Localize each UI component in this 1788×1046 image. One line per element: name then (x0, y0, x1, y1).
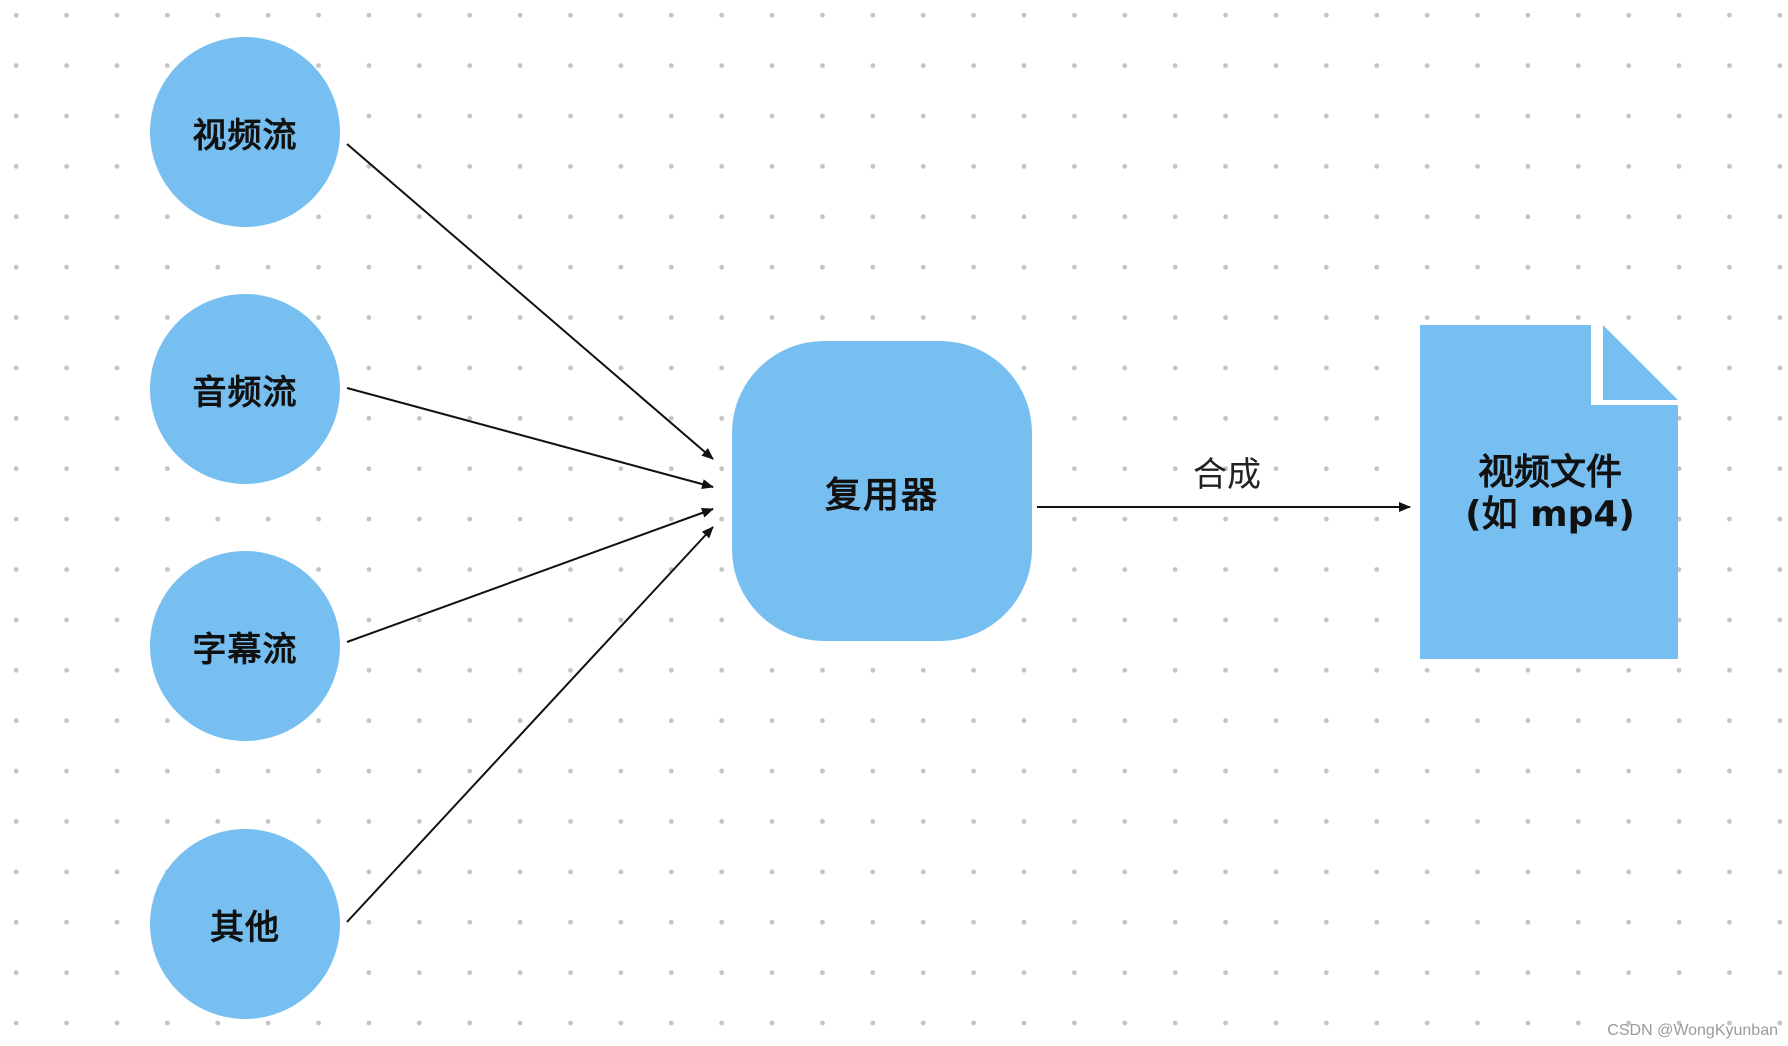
other-stream-node (150, 829, 340, 1019)
subtitle-stream-node (150, 551, 340, 741)
muxer-label: 复用器 (824, 475, 939, 516)
muxer-node (732, 341, 1032, 641)
watermark: CSDN @WongKyunban (1607, 1022, 1778, 1039)
audio-stream-node (150, 294, 340, 484)
edge-subtitle-to-muxer (346, 508, 714, 643)
audio-stream-label: 音频流 (192, 372, 298, 413)
compose-edge-label: 合成 (1193, 454, 1261, 495)
edge-audio-to-muxer (346, 387, 714, 489)
other-stream-label: 其他 (210, 907, 280, 948)
edge-video-to-muxer (346, 143, 714, 460)
video-stream-node (150, 37, 340, 227)
output-file-label-line2: (如 mp4) (1465, 494, 1635, 535)
output-file-label: 视频文件 (如 mp4) (1420, 444, 1680, 544)
subtitle-stream-label: 字幕流 (192, 629, 298, 670)
output-file-label-line1: 视频文件 (1477, 452, 1622, 493)
file-folded-corner (1603, 325, 1678, 400)
video-stream-label: 视频流 (192, 115, 298, 156)
output-file-node (1420, 325, 1678, 659)
edge-other-to-muxer (346, 526, 714, 923)
